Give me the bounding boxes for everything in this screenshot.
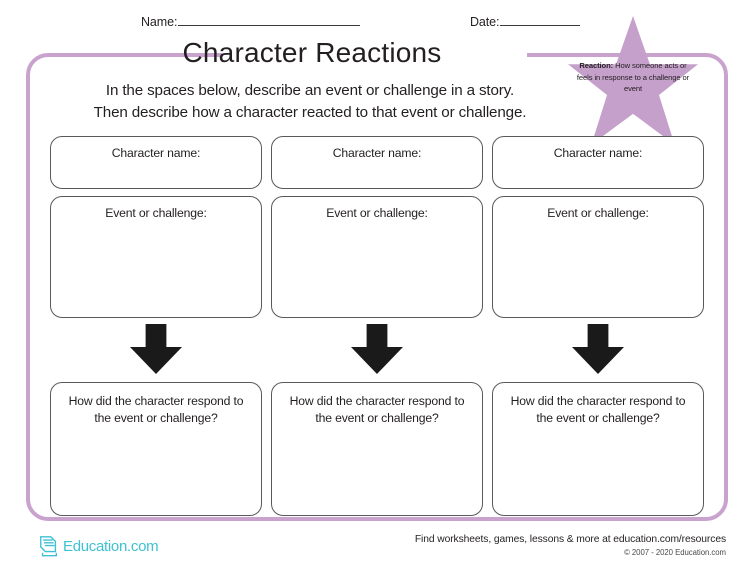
event-box[interactable]: Event or challenge: (271, 196, 483, 318)
character-name-box[interactable]: Character name: (492, 136, 704, 189)
character-name-label: Character name: (111, 146, 201, 160)
instructions-line-1: In the spaces below, describe an event o… (105, 82, 515, 99)
arrow-down-icon (351, 324, 403, 374)
response-box[interactable]: How did the character respond to the eve… (492, 382, 704, 516)
date-label: Date: (470, 15, 500, 29)
page-title: Character Reactions (182, 37, 442, 68)
name-date-row: Name: Date: (0, 14, 754, 36)
event-box[interactable]: Event or challenge: (492, 196, 704, 318)
response-label: How did the character respond to the eve… (289, 394, 465, 425)
reaction-definition-badge: Reaction: How someone acts or feels in r… (568, 16, 698, 150)
event-label: Event or challenge: (326, 206, 428, 220)
name-field[interactable]: Name: (141, 14, 361, 29)
badge-definition: How someone acts or feels in response to… (576, 61, 690, 93)
character-name-label: Character name: (553, 146, 643, 160)
date-field[interactable]: Date: (470, 14, 581, 29)
character-name-label: Character name: (332, 146, 422, 160)
character-name-box[interactable]: Character name: (271, 136, 483, 189)
response-box[interactable]: How did the character respond to the eve… (271, 382, 483, 516)
event-box[interactable]: Event or challenge: (50, 196, 262, 318)
date-write-line[interactable] (500, 14, 581, 26)
character-name-box[interactable]: Character name: (50, 136, 262, 189)
footer-text-block: Find worksheets, games, lessons & more a… (415, 533, 726, 559)
response-label: How did the character respond to the eve… (510, 394, 686, 425)
instructions-line-2: Then describe how a character reacted to… (93, 104, 527, 121)
footer-copyright: © 2007 - 2020 Education.com (624, 548, 726, 557)
column-1: Character name: Event or challenge: How … (50, 136, 262, 516)
arrow-down-icon (572, 324, 624, 374)
title-frame-gap (222, 44, 527, 64)
event-label: Event or challenge: (105, 206, 207, 220)
page-footer: Education.com Find worksheets, games, le… (0, 528, 754, 576)
name-write-line[interactable] (178, 14, 361, 26)
column-2: Character name: Event or challenge: How … (271, 136, 483, 516)
pages-logo-icon (40, 536, 58, 557)
logo-text: Education.com (63, 537, 159, 555)
columns-grid: Character name: Event or challenge: How … (50, 136, 704, 516)
badge-text: Reaction: How someone acts or feels in r… (576, 60, 690, 95)
footer-promo: Find worksheets, games, lessons & more a… (414, 534, 726, 545)
badge-term: Reaction: (579, 61, 614, 70)
column-3: Character name: Event or challenge: How … (492, 136, 704, 516)
instructions: In the spaces below, describe an event o… (40, 80, 580, 124)
response-box[interactable]: How did the character respond to the eve… (50, 382, 262, 516)
arrow-down-icon (130, 324, 182, 374)
event-label: Event or challenge: (547, 206, 649, 220)
education-com-logo[interactable]: Education.com (38, 534, 159, 558)
name-label: Name: (141, 15, 178, 29)
response-label: How did the character respond to the eve… (68, 394, 244, 425)
